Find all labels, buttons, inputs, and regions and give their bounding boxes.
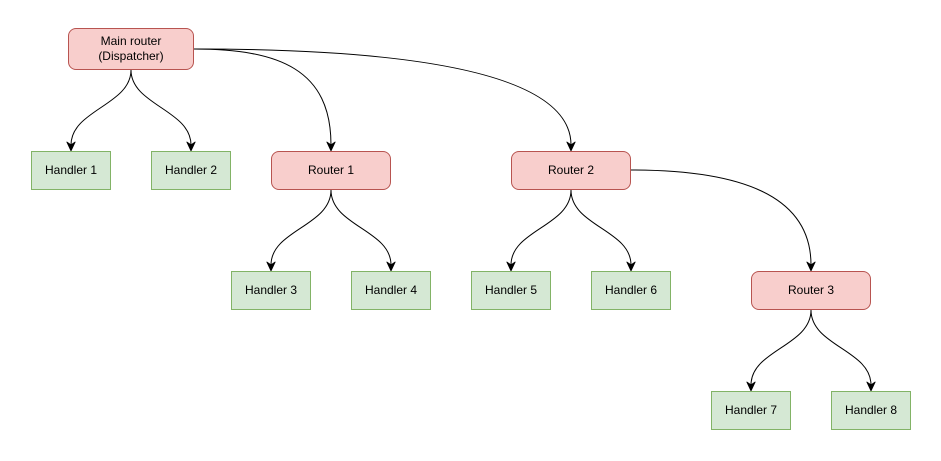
edge-r3-h7-arrowhead-icon xyxy=(746,381,756,392)
edge-main-h1-arrowhead-icon xyxy=(66,141,76,152)
edge-r1-h4 xyxy=(330,189,396,272)
edge-r2-h6 xyxy=(570,189,636,272)
node-label-handler-3: Handler 3 xyxy=(244,283,298,297)
node-label-handler-6: Handler 6 xyxy=(604,283,658,297)
edge-main-h1 xyxy=(66,69,132,152)
node-router-1[interactable]: Router 1 xyxy=(271,151,391,190)
edge-r2-r3 xyxy=(630,169,816,272)
edge-r3-h8-arrowhead-icon xyxy=(866,381,876,392)
edge-r1-h3 xyxy=(266,189,332,272)
edge-r3-h7 xyxy=(746,309,812,392)
edge-main-h2-arrowhead-icon xyxy=(186,141,196,152)
edge-r2-r3-arrowhead-icon xyxy=(806,261,816,272)
node-label-router-2: Router 2 xyxy=(547,163,595,177)
edge-main-h2-line xyxy=(130,69,192,146)
edge-r1-h4-line xyxy=(330,189,392,266)
node-label-main-router: Main router (Dispatcher) xyxy=(98,34,164,63)
edge-r1-h3-arrowhead-icon xyxy=(266,261,276,272)
node-label-handler-7: Handler 7 xyxy=(724,403,778,417)
node-handler-8[interactable]: Handler 8 xyxy=(831,391,911,430)
edge-r2-r3-line xyxy=(630,169,812,266)
edge-main-h1-line xyxy=(70,69,132,146)
node-main-router[interactable]: Main router (Dispatcher) xyxy=(68,28,194,70)
node-handler-6[interactable]: Handler 6 xyxy=(591,271,671,310)
edge-main-r2-arrowhead-icon xyxy=(566,141,576,152)
edge-r3-h7-line xyxy=(750,309,812,386)
node-router-2[interactable]: Router 2 xyxy=(511,151,631,190)
edge-r2-h6-line xyxy=(570,189,632,266)
node-handler-2[interactable]: Handler 2 xyxy=(151,151,231,190)
edge-main-r1 xyxy=(193,48,336,152)
node-label-handler-2: Handler 2 xyxy=(164,163,218,177)
node-label-handler-5: Handler 5 xyxy=(484,283,538,297)
edge-main-r2 xyxy=(193,48,576,152)
edge-main-r1-line xyxy=(193,48,332,146)
node-label-router-3: Router 3 xyxy=(787,283,835,297)
edge-r2-h5-arrowhead-icon xyxy=(506,261,516,272)
edge-r3-h8-line xyxy=(810,309,872,386)
node-handler-3[interactable]: Handler 3 xyxy=(231,271,311,310)
node-label-handler-8: Handler 8 xyxy=(844,403,898,417)
edge-main-r2-line xyxy=(193,48,572,146)
node-handler-1[interactable]: Handler 1 xyxy=(31,151,111,190)
edge-r1-h4-arrowhead-icon xyxy=(386,261,396,272)
node-label-handler-1: Handler 1 xyxy=(44,163,98,177)
edge-main-h2 xyxy=(130,69,196,152)
node-handler-5[interactable]: Handler 5 xyxy=(471,271,551,310)
edge-r2-h5-line xyxy=(510,189,572,266)
edge-r2-h5 xyxy=(506,189,572,272)
edge-r3-h8 xyxy=(810,309,876,392)
node-label-router-1: Router 1 xyxy=(307,163,355,177)
node-handler-7[interactable]: Handler 7 xyxy=(711,391,791,430)
edge-r1-h3-line xyxy=(270,189,332,266)
node-handler-4[interactable]: Handler 4 xyxy=(351,271,431,310)
edge-main-r1-arrowhead-icon xyxy=(326,141,336,152)
node-label-handler-4: Handler 4 xyxy=(364,283,418,297)
node-router-3[interactable]: Router 3 xyxy=(751,271,871,310)
edge-r2-h6-arrowhead-icon xyxy=(626,261,636,272)
